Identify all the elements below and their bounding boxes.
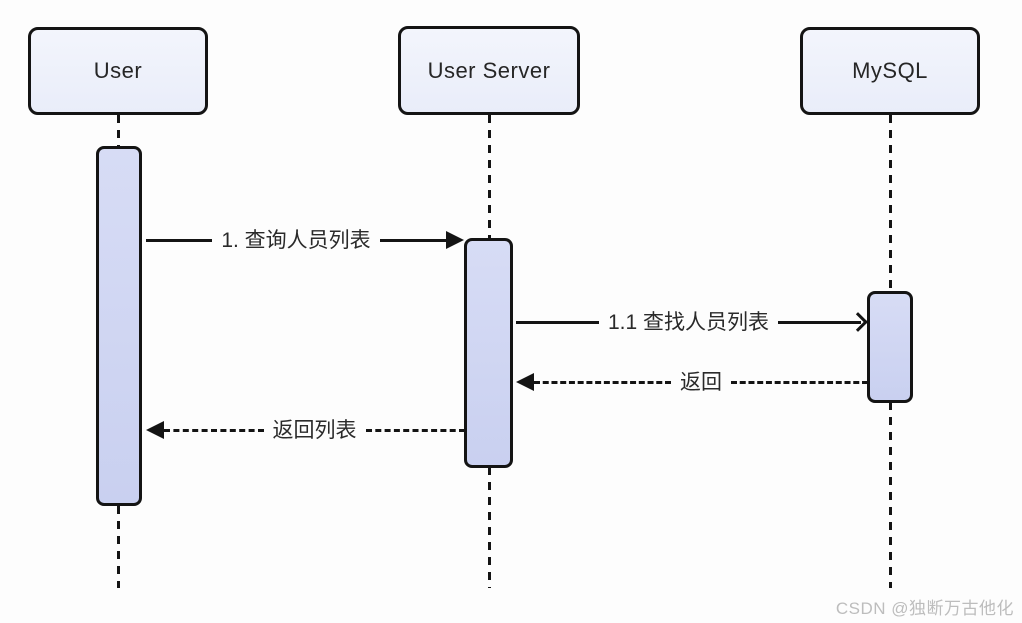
- activation-bar-user-server: [464, 238, 513, 468]
- lifeline-user-server-lower: [488, 467, 491, 588]
- actor-box-user: User: [28, 27, 208, 115]
- message-line: [146, 238, 213, 242]
- message-line-dashed: [731, 380, 868, 384]
- actor-label-mysql: MySQL: [852, 58, 928, 83]
- message-label: 返回列表: [263, 419, 366, 441]
- message-label: 1. 查询人员列表: [212, 229, 380, 251]
- actor-label-user: User: [93, 58, 143, 83]
- lifeline-user-lower: [117, 506, 120, 588]
- lifeline-mysql-upper: [889, 115, 892, 291]
- message-line-dashed: [365, 428, 465, 432]
- message-line: [379, 238, 447, 242]
- lifeline-user-upper: [117, 115, 120, 147]
- message-return-list: 返回列表: [146, 410, 465, 450]
- actor-box-user-server: User Server: [398, 26, 580, 115]
- message-line-dashed: [164, 428, 264, 432]
- message-line: [778, 320, 861, 324]
- message-label: 返回: [671, 371, 731, 393]
- arrowhead-filled-left-icon: [516, 373, 534, 391]
- arrowhead-filled-right-icon: [446, 231, 465, 249]
- csdn-watermark: CSDN @独断万古他化: [835, 599, 1014, 618]
- activation-bar-user: [96, 146, 142, 506]
- message-return: 返回: [516, 362, 868, 402]
- message-query-person-list: 1. 查询人员列表: [146, 220, 465, 260]
- lifeline-mysql-lower: [889, 402, 892, 588]
- message-line: [516, 320, 599, 324]
- arrowhead-filled-left-icon: [146, 421, 164, 439]
- arrowhead-open-right-icon: [848, 312, 868, 332]
- actor-box-mysql: MySQL: [800, 27, 980, 115]
- actor-label-user-server: User Server: [427, 57, 551, 83]
- message-line-dashed: [534, 380, 671, 384]
- message-label: 1.1 查找人员列表: [598, 311, 779, 333]
- activation-bar-mysql: [867, 291, 913, 403]
- lifeline-user-server-upper: [488, 115, 491, 238]
- message-find-person-list: 1.1 查找人员列表: [516, 302, 868, 342]
